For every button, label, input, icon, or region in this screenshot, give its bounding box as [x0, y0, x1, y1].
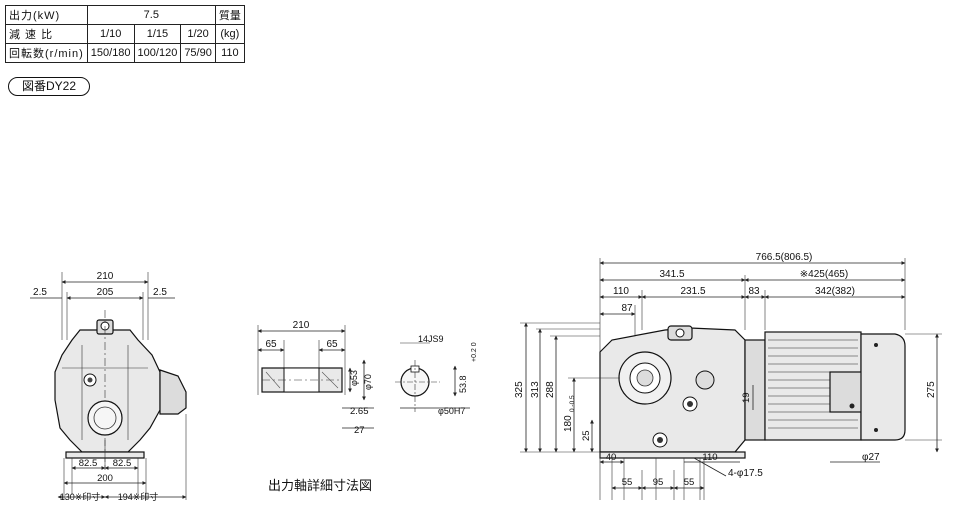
fan-cover [860, 333, 906, 441]
dim-200: 200 [97, 473, 113, 484]
dim-425: ※425(465) [800, 269, 848, 280]
dim-82-5-left: 82.5 [79, 458, 98, 469]
dim-325: 325 [514, 381, 525, 398]
dim-19: 19 [741, 392, 752, 403]
dim-231-5: 231.5 [680, 286, 705, 297]
dim-holes: 4-φ17.5 [728, 468, 763, 479]
dim-130: 130※印寸 [60, 491, 101, 502]
dim-83: 83 [748, 286, 760, 297]
shaft-dim-phi70: φ70 [363, 374, 373, 390]
dim-288: 288 [545, 381, 556, 398]
shaft-dim-53-8-tol: +0.2 0 [471, 342, 478, 362]
dim-180-tol: 0 -0.5 [569, 395, 576, 412]
shaft-detail-caption: 出力軸詳細寸法図 [268, 478, 372, 493]
side-feet [599, 451, 746, 459]
gearbox-front-body [54, 329, 161, 453]
dim-194: 194※印寸 [118, 491, 159, 502]
figure-number-badge: 図番DY22 [8, 77, 90, 96]
shaft-dim-65-right: 65 [326, 339, 338, 350]
spec-table: 出力(kW) 7.5 質量 減 速 比 1/10 1/15 1/20 (kg) … [5, 5, 245, 63]
speed-3: 75/90 [180, 43, 216, 63]
ratio-1: 1/10 [86, 24, 135, 44]
dim-110-bottom: 110 [702, 452, 717, 463]
dim-55-right: 55 [684, 477, 695, 488]
dim-275: 275 [926, 381, 937, 398]
dim-95: 95 [653, 477, 664, 488]
front-view: 210 205 2.5 2.5 82.5 82.5 200 [30, 271, 187, 502]
dim-210: 210 [97, 271, 114, 282]
dim-40: 40 [606, 452, 617, 463]
dim-341-5: 341.5 [659, 269, 684, 280]
dim-55-left: 55 [622, 477, 633, 488]
dim-342: 342(382) [815, 286, 855, 297]
dim-phi27: φ27 [862, 452, 880, 463]
shaft-dim-2-65: 2.65 [350, 406, 369, 417]
shaft-dim-phi53: φ53 [349, 370, 359, 386]
side-view: 766.5(806.5) 341.5 ※425(465) 110 231.5 8… [514, 252, 942, 500]
dim-180: 180 [563, 415, 574, 432]
motor-cap [159, 369, 187, 415]
dim-2-5-left: 2.5 [33, 287, 47, 298]
dim-313: 313 [530, 381, 541, 398]
shaft-keyway-14js9: 14JS9 [418, 334, 444, 344]
shaft-detail: 210 65 65 φ53 φ70 2.65 27 14JS9 53.8 +0.… [257, 320, 478, 493]
speed-label: 回転数(r/min) [5, 43, 88, 63]
dim-87: 87 [621, 303, 633, 314]
shaft-dim-53-8: 53.8 [458, 375, 468, 393]
dim-82-5-right: 82.5 [113, 458, 132, 469]
dim-total-length: 766.5(806.5) [756, 252, 813, 263]
shaft-bore-phi50h7: φ50H7 [438, 406, 465, 416]
dim-205: 205 [97, 287, 114, 298]
mass-value: 110 [214, 43, 245, 63]
shaft-dim-27: 27 [354, 425, 365, 436]
dim-2-5-right: 2.5 [153, 287, 167, 298]
speed-2: 100/120 [133, 43, 182, 63]
shaft-dim-210: 210 [293, 320, 310, 331]
shaft-dim-65-left: 65 [265, 339, 277, 350]
output-shaft-circle [87, 400, 123, 436]
motor-adapter [744, 339, 766, 441]
dim-25: 25 [581, 430, 592, 441]
dim-110-top: 110 [613, 286, 629, 297]
speed-1: 150/180 [86, 43, 135, 63]
